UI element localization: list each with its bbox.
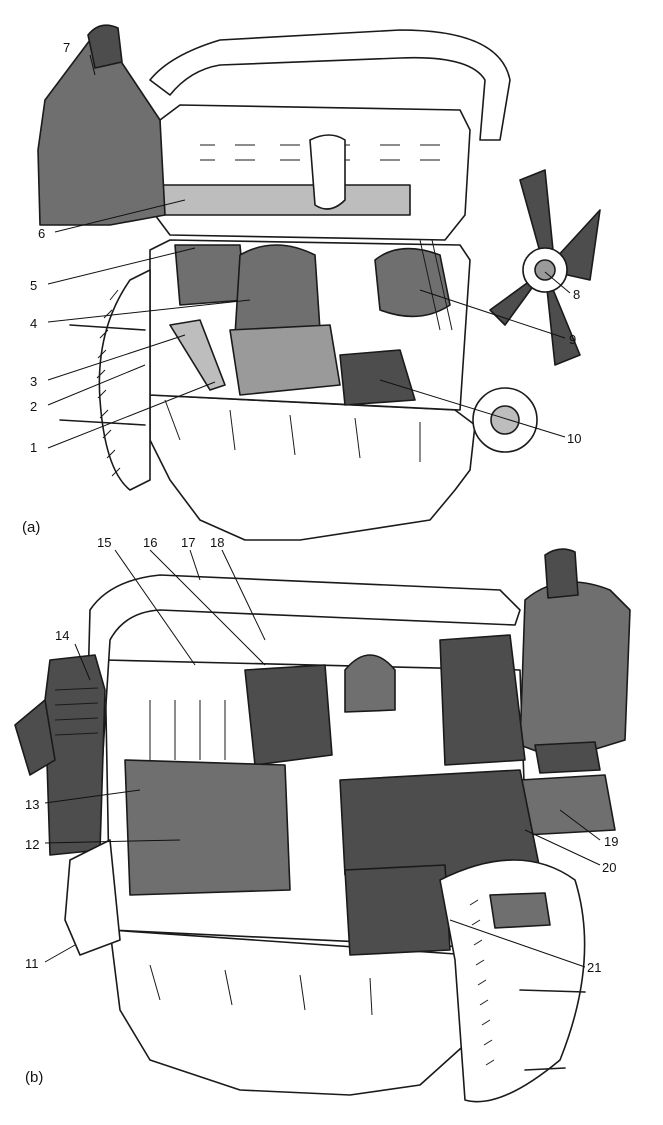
oil-filler-a <box>309 134 346 210</box>
callout-14: 14 <box>55 628 69 643</box>
bellhousing-b <box>344 864 451 956</box>
solenoid-b <box>534 741 601 774</box>
panel-label-a: (a) <box>22 519 40 536</box>
callout-8: 8 <box>573 287 580 302</box>
alternator-a <box>374 247 451 318</box>
leader-lines <box>44 54 601 968</box>
callout-2: 2 <box>30 399 37 414</box>
sump-a <box>149 394 476 541</box>
callout-11: 11 <box>25 956 39 971</box>
exhaust-manifold-b <box>439 634 526 766</box>
air-intake-pipe-b <box>84 574 521 801</box>
callout-15: 15 <box>97 535 111 550</box>
callout-5: 5 <box>30 278 37 293</box>
callout-13: 13 <box>25 797 39 812</box>
starter-motor-b <box>519 774 616 836</box>
starter-pinion-b <box>489 892 551 929</box>
flywheel-a <box>98 269 151 491</box>
sump-b <box>109 929 471 1096</box>
breather-b <box>344 654 396 713</box>
air-cleaner-cap-b <box>544 548 579 599</box>
callout-1: 1 <box>30 440 37 455</box>
fuel-filter-a <box>174 244 246 306</box>
callout-17: 17 <box>181 535 195 550</box>
callout-20: 20 <box>602 860 616 875</box>
injection-pump-b <box>124 759 291 896</box>
callouts-b: 11 12 13 14 15 16 17 18 19 20 21 <box>25 535 618 975</box>
callout-9: 9 <box>569 332 576 347</box>
air-cleaner-cap-a <box>87 24 123 69</box>
filter-housing-a <box>229 324 341 396</box>
engine-view-b <box>14 548 631 1103</box>
cooling-fan-a <box>489 169 601 366</box>
dipstick-tube-a <box>169 319 226 391</box>
callout-18: 18 <box>210 535 224 550</box>
callout-19: 19 <box>604 834 618 849</box>
timing-case-b <box>64 839 121 956</box>
fan-blade-b <box>14 699 56 776</box>
callout-4: 4 <box>30 316 37 331</box>
callout-12: 12 <box>25 837 39 852</box>
callout-21: 21 <box>587 960 601 975</box>
callout-10: 10 <box>567 431 581 446</box>
air-cleaner-b <box>519 581 631 761</box>
panel-label-b: (b) <box>25 1069 43 1086</box>
callout-7: 7 <box>63 40 70 55</box>
callout-16: 16 <box>143 535 157 550</box>
air-intake-pipe-a <box>149 29 511 141</box>
engine-view-a <box>37 24 601 541</box>
fuel-filter-b <box>244 664 333 766</box>
callout-6: 6 <box>38 226 45 241</box>
starter-motor-a <box>339 349 416 406</box>
inlet-manifold-a <box>159 184 411 216</box>
callout-3: 3 <box>30 374 37 389</box>
callouts-a: 1 2 3 4 5 6 7 8 9 10 <box>30 40 581 455</box>
